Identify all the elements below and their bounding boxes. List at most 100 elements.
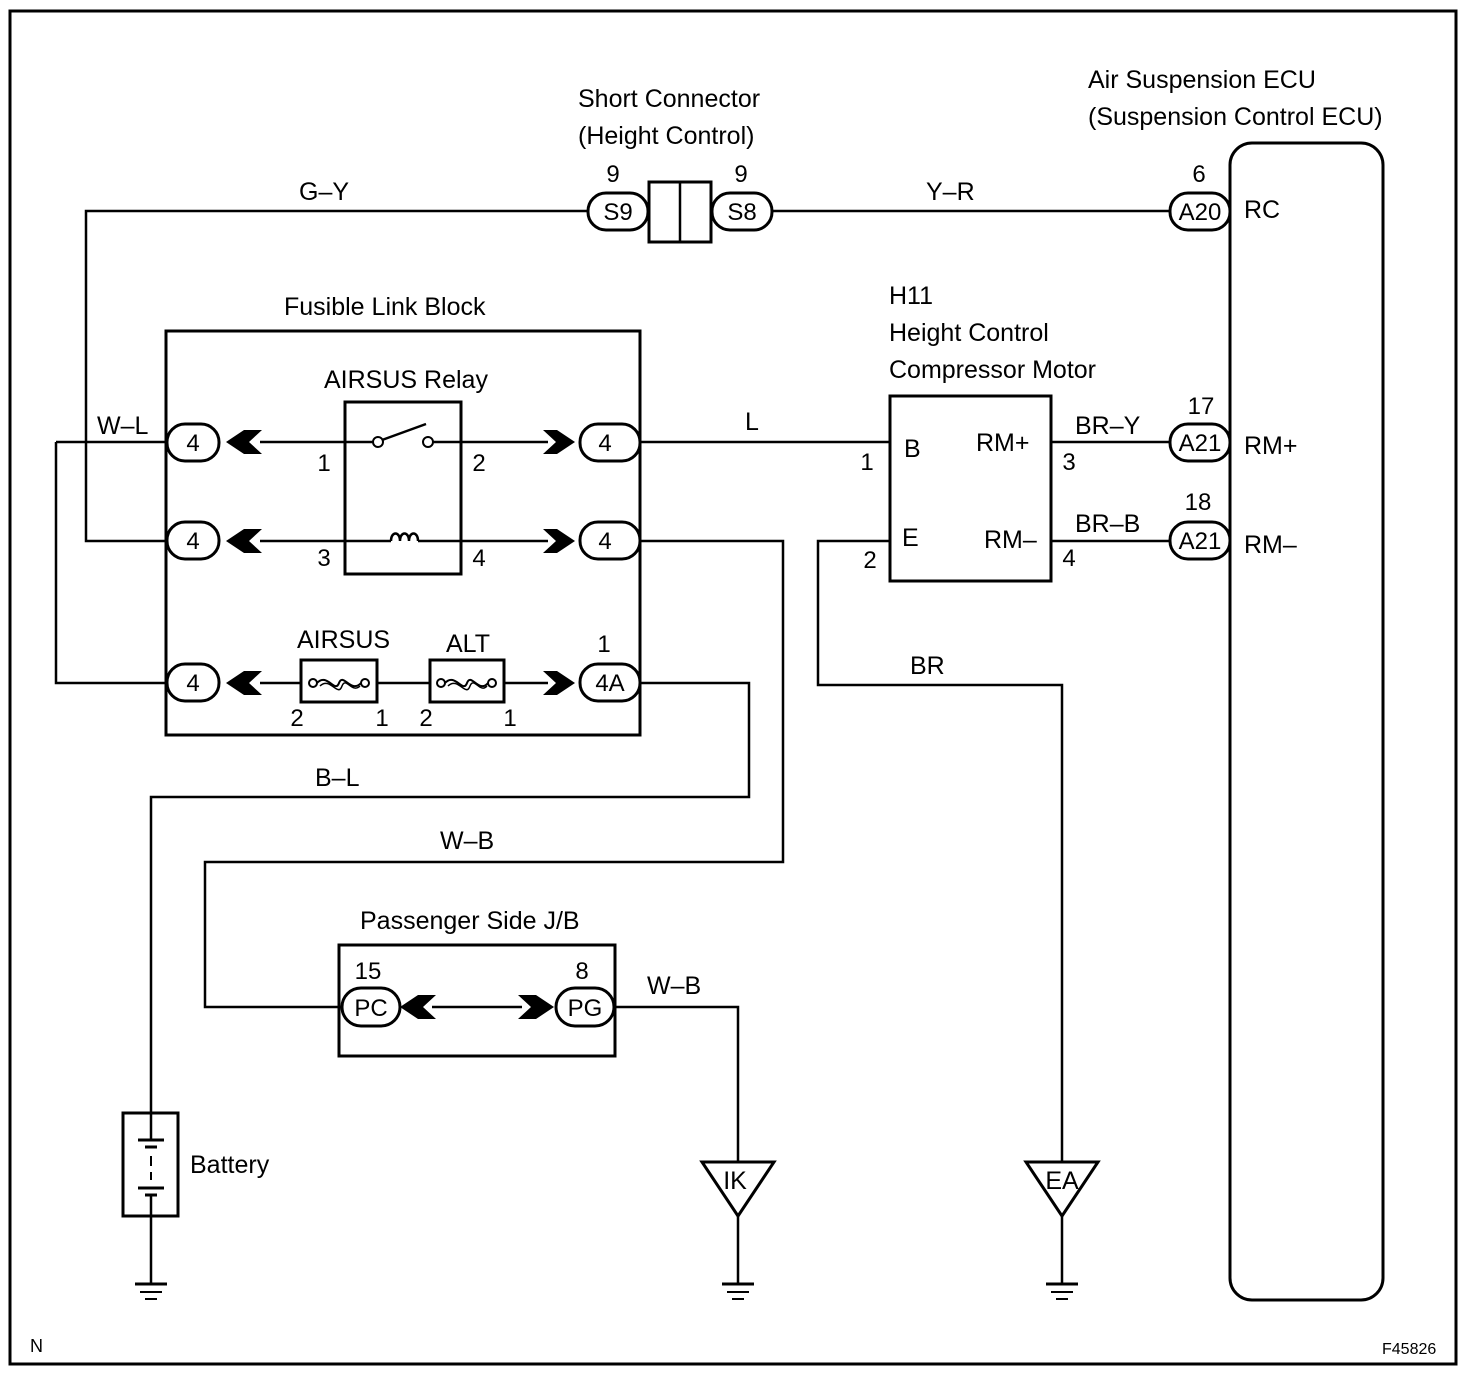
label-y-r: Y–R: [926, 178, 975, 206]
pin-pg: 8: [575, 958, 588, 985]
arrow-jb-left: [400, 995, 436, 1019]
connector-left-2: [165, 520, 221, 561]
fuse-airsus-icon: [308, 678, 370, 691]
wire-w-b-lower: [614, 1005, 740, 1162]
motor-body: [888, 394, 1053, 583]
relay-pin-4: 4: [472, 545, 485, 572]
motor-pin-2: 2: [863, 547, 876, 574]
battery-label: Battery: [190, 1151, 270, 1179]
pin-4a: 1: [597, 631, 610, 658]
label-br: BR: [910, 652, 945, 680]
compressor-motor: H11 Height Control Compressor Motor B E …: [860, 282, 1096, 583]
passenger-side-jb: Passenger Side J/B PC 15 PG 8: [337, 907, 617, 1058]
ground-icon-battery: [135, 1282, 167, 1300]
short-connector-title-1: Short Connector: [578, 85, 760, 113]
relay-title: AIRSUS Relay: [324, 366, 488, 394]
connector-right-3-label: 4A: [595, 670, 624, 697]
motor-title-1: Height Control: [889, 319, 1049, 347]
arrow-right-2: [543, 529, 575, 553]
connector-s8: [710, 191, 774, 232]
arrow-left-3: [226, 671, 262, 695]
ground-point-ea: EA: [1023, 1160, 1101, 1219]
battery: Battery: [121, 1111, 270, 1218]
relay-pin-1: 1: [317, 450, 330, 477]
jb-body: [337, 943, 617, 1058]
label-w-b-upper: W–B: [440, 827, 494, 855]
pin-s8: 9: [734, 161, 747, 188]
connector-right-3: [578, 662, 642, 703]
motor-id: H11: [889, 282, 933, 310]
connector-a21-rmm: [1168, 520, 1232, 561]
ecu-term-rmm: RM–: [1244, 531, 1297, 559]
arrow-jb-right: [518, 995, 554, 1019]
motor-term-rmp: RM+: [976, 429, 1029, 457]
connector-left-1: [165, 422, 221, 463]
motor-title-2: Compressor Motor: [889, 356, 1096, 384]
label-w-b-lower: W–B: [647, 972, 701, 1000]
arrow-left-1: [226, 430, 262, 454]
relay-switch-icon: [345, 422, 461, 448]
connector-s8-label: S8: [727, 199, 756, 226]
fuse-alt-pin-2: 2: [419, 705, 432, 732]
connector-pg: [554, 986, 616, 1028]
ecu-body: [1228, 141, 1385, 1302]
fuse-airsus-pin-2: 2: [290, 705, 303, 732]
fusible-link-block: Fusible Link Block 4 4 4 4 4 4A 1 AIRSUS…: [164, 293, 642, 737]
connector-right-2-label: 4: [598, 528, 611, 555]
connector-left-3: [165, 662, 221, 703]
motor-pin-1: 1: [860, 449, 873, 476]
ground-point-ik: IK: [699, 1160, 777, 1219]
figure-id: F45826: [1382, 1341, 1436, 1358]
connector-left-3-label: 4: [186, 670, 199, 697]
ecu-title-2: (Suspension Control ECU): [1088, 103, 1383, 131]
pin-a21-18: 18: [1185, 489, 1212, 516]
motor-term-b: B: [904, 435, 921, 463]
jb-title: Passenger Side J/B: [360, 907, 580, 935]
connector-s9-label: S9: [603, 199, 632, 226]
ground-icon-ik: [722, 1282, 754, 1300]
arrow-right-1: [543, 430, 575, 454]
connector-s9: [586, 191, 650, 232]
wire-w-b-upper: [203, 539, 785, 1009]
fusible-link-block-title: Fusible Link Block: [284, 293, 486, 321]
pin-pc: 15: [355, 958, 382, 985]
motor-term-e: E: [902, 524, 919, 552]
label-l: L: [745, 408, 759, 436]
corner-code: N: [30, 1336, 43, 1356]
fuse-airsus-title: AIRSUS: [297, 626, 390, 654]
ground-ea-triangle: [1023, 1160, 1101, 1219]
label-w-l: W–L: [97, 412, 149, 440]
pin-a21-17: 17: [1188, 393, 1215, 420]
connector-left-2-label: 4: [186, 528, 199, 555]
air-suspension-ecu: Air Suspension ECU (Suspension Control E…: [1088, 66, 1385, 1302]
fuse-airsus-pin-1: 1: [375, 705, 388, 732]
label-br-b: BR–B: [1075, 510, 1140, 538]
label-g-y: G–Y: [299, 178, 349, 206]
wire-br: [816, 539, 1064, 1162]
wires: [54, 209, 1170, 1284]
label-b-l: B–L: [315, 764, 360, 792]
fuse-airsus-body: [299, 658, 379, 704]
wire-labels: G–Y Y–R W–L L BR–Y BR–B BR B–L W–B W–B: [97, 178, 1141, 1000]
connector-right-2: [578, 520, 642, 561]
connector-a20: [1168, 191, 1232, 232]
connector-a20-label: A20: [1179, 199, 1222, 226]
motor-pin-3: 3: [1062, 449, 1075, 476]
connector-a21-rmp: [1168, 422, 1232, 463]
fuse-alt-body: [428, 658, 506, 704]
relay-coil-icon: [345, 532, 461, 543]
connector-right-1: [578, 422, 642, 463]
wire-b-l: [149, 681, 751, 1113]
connector-pg-label: PG: [568, 995, 603, 1022]
short-connector-title-2: (Height Control): [578, 122, 754, 150]
relay-body: [343, 400, 463, 576]
pin-s9: 9: [606, 161, 619, 188]
ground-ea-label: EA: [1045, 1167, 1079, 1195]
arrow-left-2: [226, 529, 262, 553]
fuse-alt-icon: [436, 678, 497, 691]
arrow-right-3: [543, 671, 575, 695]
ground-icon-ea: [1046, 1282, 1078, 1300]
connector-right-1-label: 4: [598, 430, 611, 457]
ground-ik-label: IK: [723, 1167, 747, 1195]
